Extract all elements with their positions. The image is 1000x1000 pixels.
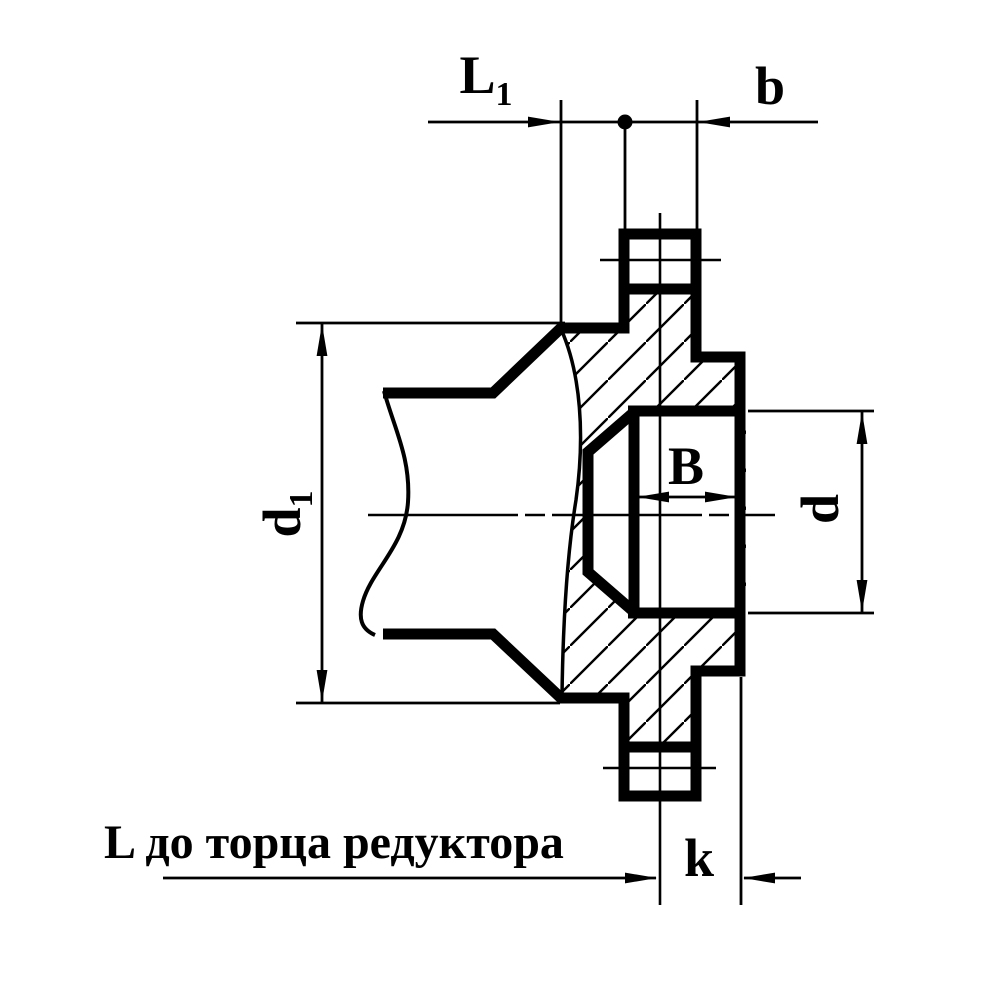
dim-label-B: B: [667, 436, 705, 496]
cone-base-curve: [559, 328, 583, 697]
dim-label-k: k: [683, 828, 715, 888]
dimension-d: [748, 409, 874, 615]
dim-label-L1: L1: [459, 45, 513, 113]
arrow-B-right: [705, 491, 737, 503]
section-hatching: [561, 289, 746, 747]
arrow-d-bottom: [856, 580, 868, 612]
dim-label-b: b: [754, 56, 786, 116]
hub-profile: [383, 228, 746, 802]
dim-label-d: d: [790, 493, 850, 525]
part-outline: [383, 228, 746, 802]
arrow-d1-bottom: [316, 670, 328, 702]
dimension-B: [637, 491, 737, 503]
dim-label-L-note: L до торца редуктора: [104, 816, 564, 869]
dim-label-d1: d1: [252, 490, 320, 538]
dimension-d1: [296, 321, 565, 705]
shaft-break-line: [358, 390, 411, 637]
arrow-b: [698, 116, 730, 128]
arrow-d-top: [856, 412, 868, 444]
dimension-L-k: [163, 677, 801, 905]
thin-view-lines: [358, 328, 583, 697]
arrow-L1: [528, 116, 560, 128]
arrow-d1-top: [316, 324, 328, 356]
bore-cone-recess: [582, 408, 637, 616]
arrow-L: [625, 872, 657, 884]
dimension-L1-b: [428, 100, 818, 323]
arrow-B-left: [637, 491, 669, 503]
arrow-k: [743, 872, 775, 884]
shared-dim-dot: [617, 114, 633, 130]
